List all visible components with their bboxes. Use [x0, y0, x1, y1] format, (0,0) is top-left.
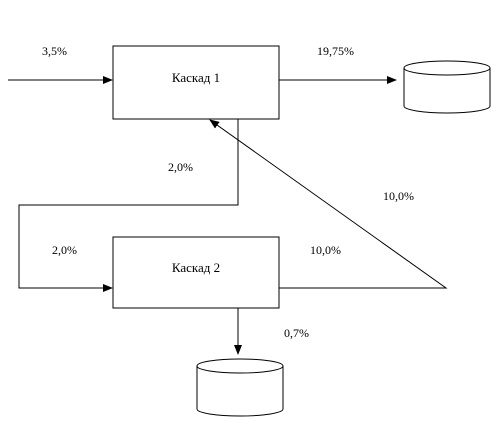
label-recycle-to-cascade1: 10,0% [383, 189, 414, 203]
label-cascade1-to-cascade2-top: 2,0% [168, 160, 193, 174]
cascade2-box [112, 236, 280, 309]
cascade1-box [112, 45, 280, 120]
cascade2-label: Каскад 2 [172, 260, 220, 275]
bottom-storage-tank [196, 358, 284, 417]
label-cascade2-bottom: 0,7% [284, 326, 309, 340]
label-cascade1-to-cascade2-left: 2,0% [52, 243, 77, 257]
label-input-cascade1: 3,5% [42, 44, 67, 58]
top-storage-tank [403, 60, 491, 114]
cascade1-label: Каскад 1 [172, 70, 220, 85]
label-cascade2-right: 10,0% [310, 243, 341, 257]
connector-cascade1-to-cascade2 [18, 119, 239, 292]
label-output-cascade1: 19,75% [317, 44, 354, 58]
recycle-arrow-cascade2-to-cascade1 [209, 119, 448, 289]
